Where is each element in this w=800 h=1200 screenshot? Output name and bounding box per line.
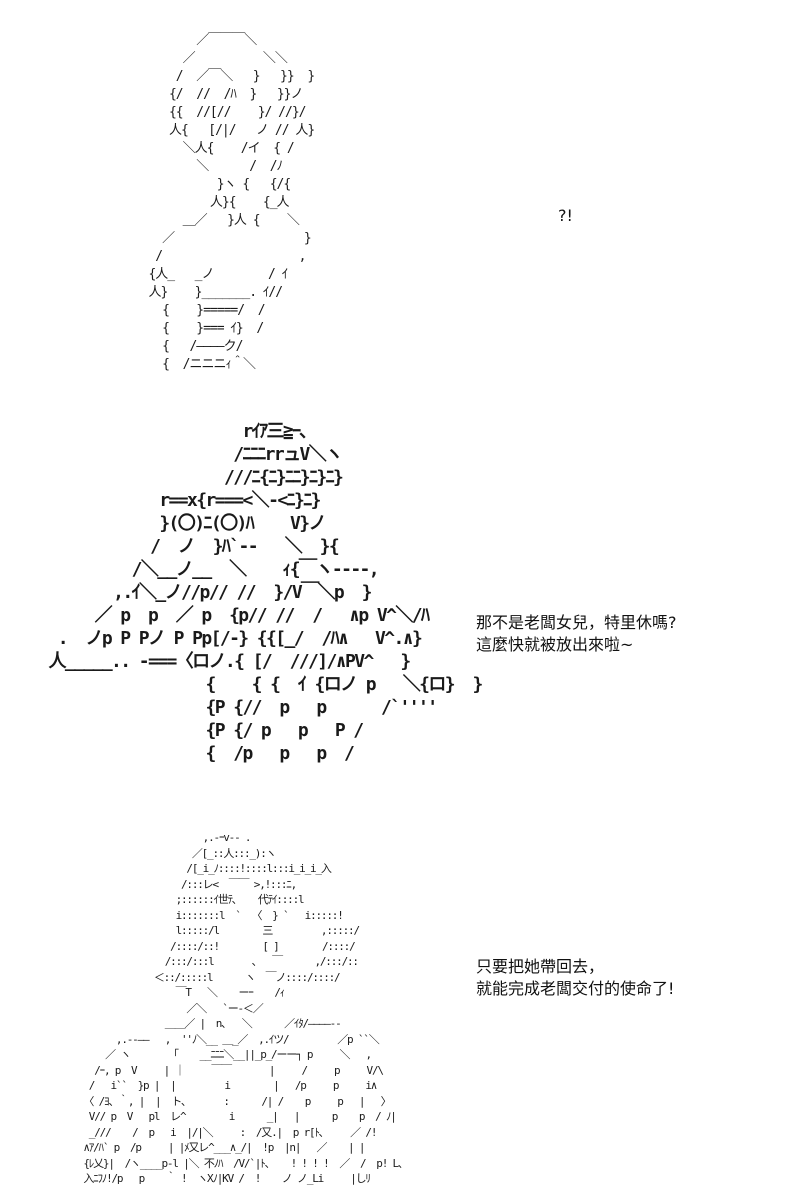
panel-bob-hair-character: ,.-ｰv-- . ／[_::人:::_):ヽ /[_i_ﾉ::::!::::l…: [0, 820, 800, 1200]
panel-surprised-character: ／￣￣￣＼ ／ ＼＼ / ／￣＼ } }} } {/ // /ﾊ } }}ノ {…: [0, 0, 800, 400]
ascii-art-figure-bob-hair: ,.-ｰv-- . ／[_::人:::_):ヽ /[_i_ﾉ::::!::::l…: [83, 831, 403, 1185]
ascii-art-figure-sunglasses: rｲｱ三≧ｰ､ /ﾆﾆﾆrrュV＼ヽ ///ﾆ{ﾆ}ﾆﾆ}ﾆ}ﾆ} r==x{r…: [48, 421, 483, 764]
dialogue-exclamation: ?!: [558, 206, 573, 225]
ascii-art-figure-surprised: ／￣￣￣＼ ／ ＼＼ / ／￣＼ } }} } {/ // /ﾊ } }}ノ {…: [148, 33, 315, 372]
panel-sunglasses-character: rｲｱ三≧ｰ､ /ﾆﾆﾆrrュV＼ヽ ///ﾆ{ﾆ}ﾆﾆ}ﾆ}ﾆ} r==x{r…: [0, 400, 800, 820]
dialogue-boss-daughter: 那不是老闆女兒，特里休嗎? 這麼快就被放出來啦~: [476, 613, 677, 654]
dialogue-mission: 只要把她帶回去， 就能完成老闆交付的使命了!: [476, 957, 675, 998]
